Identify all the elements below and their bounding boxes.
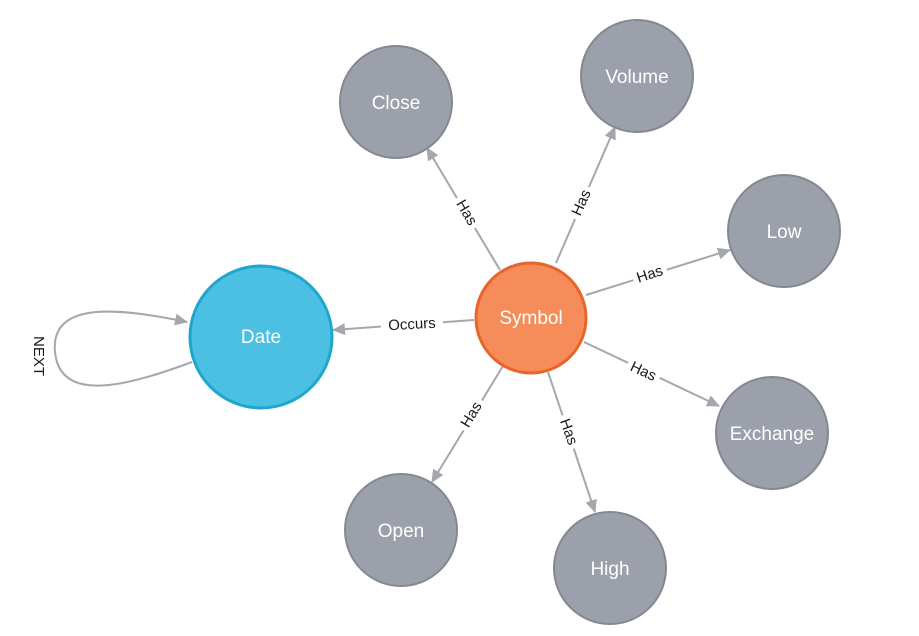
node-high-circle[interactable] — [553, 511, 667, 625]
relationship-label-background — [448, 192, 484, 234]
node-symbol[interactable]: Symbol — [474, 261, 588, 375]
node-date[interactable]: Date — [188, 264, 334, 410]
relationship-label-background — [565, 182, 599, 224]
node-date-label: Date — [241, 327, 281, 348]
node-exchange[interactable]: Exchange — [715, 376, 829, 490]
node-low[interactable]: Low — [727, 174, 841, 288]
node-close-label: Close — [372, 93, 421, 114]
relationship-next[interactable] — [53, 310, 193, 387]
node-high-label: High — [590, 559, 629, 580]
node-close-circle[interactable] — [339, 45, 453, 159]
relationship-label-background — [630, 260, 670, 290]
relationship-label-background — [454, 394, 490, 436]
node-open-label: Open — [378, 521, 424, 542]
node-volume-circle[interactable] — [580, 19, 694, 133]
node-exchange-label: Exchange — [730, 424, 815, 445]
node-open-circle[interactable] — [344, 473, 458, 587]
node-open[interactable]: Open — [344, 473, 458, 587]
relationship-label-has-high: Has — [556, 416, 581, 447]
node-symbol-label: Symbol — [499, 308, 562, 329]
relationship-label-has-low: Has — [635, 262, 666, 286]
relationship-label-background — [380, 313, 444, 337]
node-high[interactable]: High — [553, 511, 667, 625]
relationship-label-next: NEXT — [30, 336, 47, 376]
node-low-label: Low — [767, 222, 802, 243]
node-volume[interactable]: Volume — [580, 19, 694, 133]
relationship-label-occurs: Occurs — [388, 315, 436, 334]
node-close[interactable]: Close — [339, 45, 453, 159]
relationship-label-background — [622, 355, 664, 389]
node-symbol-circle[interactable] — [474, 261, 588, 375]
node-exchange-circle[interactable] — [715, 376, 829, 490]
relationship-label-background — [552, 412, 584, 452]
node-volume-label: Volume — [605, 67, 668, 88]
node-date-circle[interactable] — [188, 264, 334, 410]
node-low-circle[interactable] — [727, 174, 841, 288]
